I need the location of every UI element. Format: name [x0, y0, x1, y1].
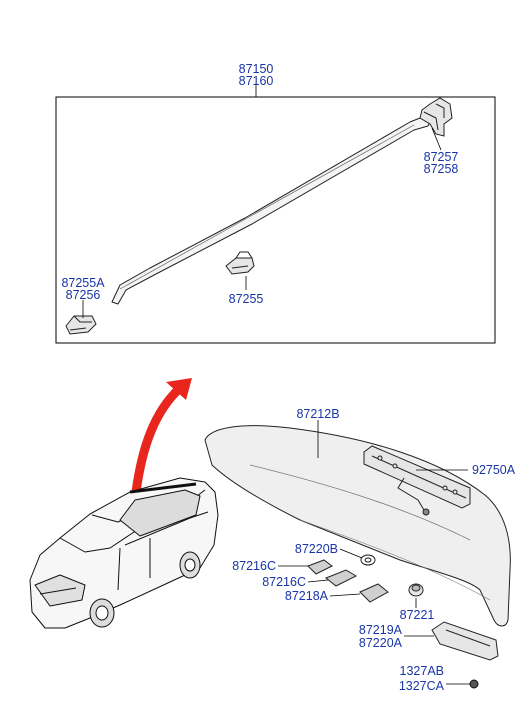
label-87160: 87160 [238, 74, 274, 88]
label-87257: 87257 [423, 150, 459, 164]
pad-87216C-1 [307, 559, 333, 575]
red-arrow [131, 378, 192, 497]
roof-rack-detail-box [55, 96, 496, 344]
leader-lines-bottom [278, 420, 470, 685]
rear-spoiler [204, 425, 511, 627]
label-87212B: 87212B [296, 407, 340, 421]
label-92750A: 92750A [472, 463, 516, 477]
grommet-87221 [408, 583, 424, 597]
stop-lamp-assembly [363, 445, 471, 516]
van-illustration [29, 477, 219, 629]
label-87255A: 87255A [61, 276, 105, 290]
label-87218A: 87218A [284, 589, 328, 603]
label-87219A: 87219A [358, 623, 402, 637]
front-end-cap [419, 97, 453, 137]
pad-87218A [359, 583, 389, 603]
label-87255: 87255 [228, 292, 264, 306]
leader-lines-top [82, 83, 442, 318]
label-87221: 87221 [399, 608, 435, 622]
label-87258: 87258 [423, 162, 459, 176]
end-piece-87219A [431, 621, 499, 661]
label-87220B: 87220B [294, 542, 338, 556]
label-1327AB: 1327AB [399, 664, 444, 678]
pad-87216C-2 [325, 569, 358, 587]
label-87216C-1: 87216C [232, 559, 276, 573]
label-87150: 87150 [238, 62, 274, 76]
roof-rack-rail [111, 115, 433, 305]
clip-1327AB [469, 679, 479, 689]
rear-end-cap [65, 315, 97, 335]
label-87220A: 87220A [358, 636, 402, 650]
center-bracket [225, 251, 255, 275]
label-87216C-2: 87216C [262, 575, 306, 589]
pad-87220B [360, 554, 376, 566]
label-1327CA: 1327CA [398, 679, 444, 693]
label-87256: 87256 [65, 288, 101, 302]
